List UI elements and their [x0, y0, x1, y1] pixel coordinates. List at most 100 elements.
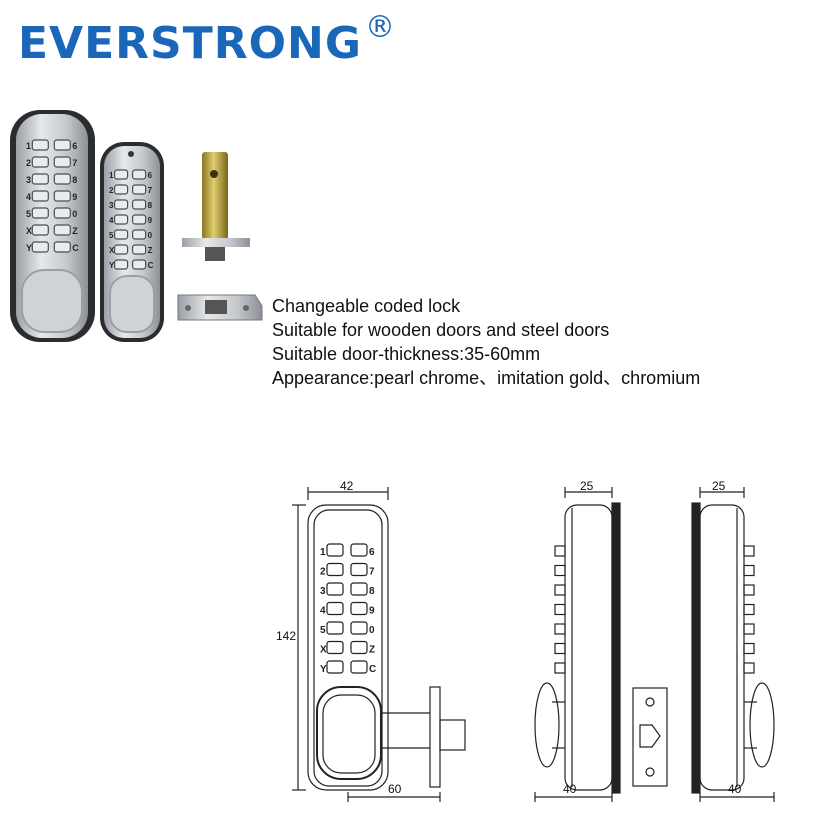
side-view-right: 25 40 — [691, 479, 775, 802]
keypad-label: 5 — [109, 231, 114, 240]
strike-plate-drawing — [632, 687, 668, 787]
keypad-button — [132, 214, 147, 225]
keypad-label: 4 — [320, 606, 326, 617]
keypad-button — [350, 660, 368, 674]
dimension-height: 142 — [276, 629, 296, 643]
keypad-label: 5 — [320, 625, 326, 636]
keypad-button-profile — [554, 564, 566, 577]
dimension-width: 42 — [340, 479, 354, 493]
keypad-label: 0 — [148, 231, 153, 240]
keypad-label: 1 — [109, 171, 114, 180]
keypad-button — [326, 660, 344, 674]
keypad-button — [132, 184, 147, 195]
keypad-label: 2 — [26, 158, 31, 168]
keypad-button — [31, 156, 49, 168]
keypad-button — [326, 601, 344, 616]
dimension-handle-depth: 40 — [728, 782, 742, 796]
keypad-button — [53, 190, 71, 202]
keypad-label: 9 — [72, 192, 77, 202]
keypad-button — [113, 184, 129, 195]
keypad-label: 4 — [109, 216, 114, 225]
keypad-label: Y — [26, 243, 32, 253]
dimension-handle-depth: 40 — [563, 782, 577, 796]
keypad-label: 6 — [148, 171, 153, 180]
keypad-label: 6 — [369, 547, 375, 558]
keypad-label: C — [369, 664, 376, 675]
keypad-label: 1 — [26, 141, 31, 151]
keypad-button-profile — [554, 545, 566, 557]
dimension-side-depth: 25 — [580, 479, 594, 493]
keypad-button-profile — [554, 603, 566, 616]
keypad-button — [326, 562, 344, 577]
keypad-label: 7 — [369, 567, 375, 578]
keypad-button — [113, 199, 129, 210]
keypad-label: X — [320, 645, 327, 656]
keypad-label: 8 — [72, 175, 77, 185]
keypad-button — [113, 214, 129, 225]
lock-photo-small: 1 6 2 7 3 8 4 9 5 0X Z Y C — [100, 142, 164, 342]
keypad-label: 7 — [148, 186, 153, 195]
keypad-label: 5 — [26, 209, 31, 219]
keypad-label: Z — [72, 226, 78, 236]
keypad-button — [53, 173, 71, 185]
dimension-latch: 60 — [388, 782, 402, 796]
keypad-label: 8 — [369, 586, 375, 597]
brand-name: EVERSTRONG — [18, 18, 362, 69]
keypad-button — [113, 169, 129, 180]
keypad-button — [350, 601, 368, 616]
keypad-button — [132, 199, 147, 210]
keypad-button — [31, 241, 49, 253]
spec-list: Changeable coded lock Suitable for woode… — [272, 294, 700, 390]
keypad-button — [31, 224, 49, 236]
keypad-label: 2 — [320, 567, 326, 578]
keypad-label: 0 — [369, 625, 375, 636]
keypad-label: 9 — [148, 216, 153, 225]
keypad-button-profile — [743, 623, 755, 635]
keypad-button — [53, 207, 71, 219]
spec-item: Suitable for wooden doors and steel door… — [272, 320, 610, 340]
keypad-button — [31, 139, 49, 151]
spec-item: Appearance:pearl chrome、imitation gold、c… — [272, 368, 701, 388]
keypad-label: 2 — [109, 186, 114, 195]
spec-item: Suitable door-thickness:35-60mm — [272, 344, 541, 364]
keypad-label: 0 — [72, 209, 77, 219]
keypad-button — [350, 640, 368, 655]
keypad-label: C — [148, 261, 154, 270]
registered-mark: ® — [364, 10, 396, 45]
keypad-button — [31, 190, 49, 202]
keypad-label: 6 — [72, 141, 77, 151]
keypad-button-profile — [743, 545, 755, 557]
keypad-button — [350, 582, 368, 596]
keypad-label: 9 — [369, 606, 375, 617]
keypad-label: 8 — [148, 201, 153, 210]
keypad-button — [326, 621, 344, 635]
keypad-button — [113, 229, 129, 240]
keypad-label: 3 — [109, 201, 114, 210]
keypad-label: 3 — [320, 586, 326, 597]
keypad-button-profile — [743, 662, 755, 674]
keypad-label: 7 — [72, 158, 77, 168]
keypad-button — [53, 224, 71, 236]
keypad-label: Z — [148, 246, 153, 255]
latch-photo — [182, 152, 250, 261]
strike-plate-photo — [177, 294, 263, 321]
keypad-button — [132, 244, 147, 255]
keypad-button-profile — [554, 584, 566, 596]
keypad-button — [132, 229, 147, 240]
keypad-button — [132, 169, 147, 180]
keypad-button — [350, 621, 368, 635]
keypad-label: X — [109, 246, 115, 255]
keypad-button — [113, 259, 129, 270]
keypad-button — [113, 244, 129, 255]
keypad-button — [53, 156, 71, 168]
keypad-label: C — [72, 243, 79, 253]
keypad-button — [326, 640, 344, 655]
keypad-button — [326, 582, 344, 596]
spec-item: Changeable coded lock — [272, 296, 461, 316]
keypad-label: 1 — [320, 547, 326, 558]
keypad-label: Y — [109, 261, 115, 270]
keypad-label: 3 — [26, 175, 31, 185]
keypad-button — [53, 139, 71, 151]
